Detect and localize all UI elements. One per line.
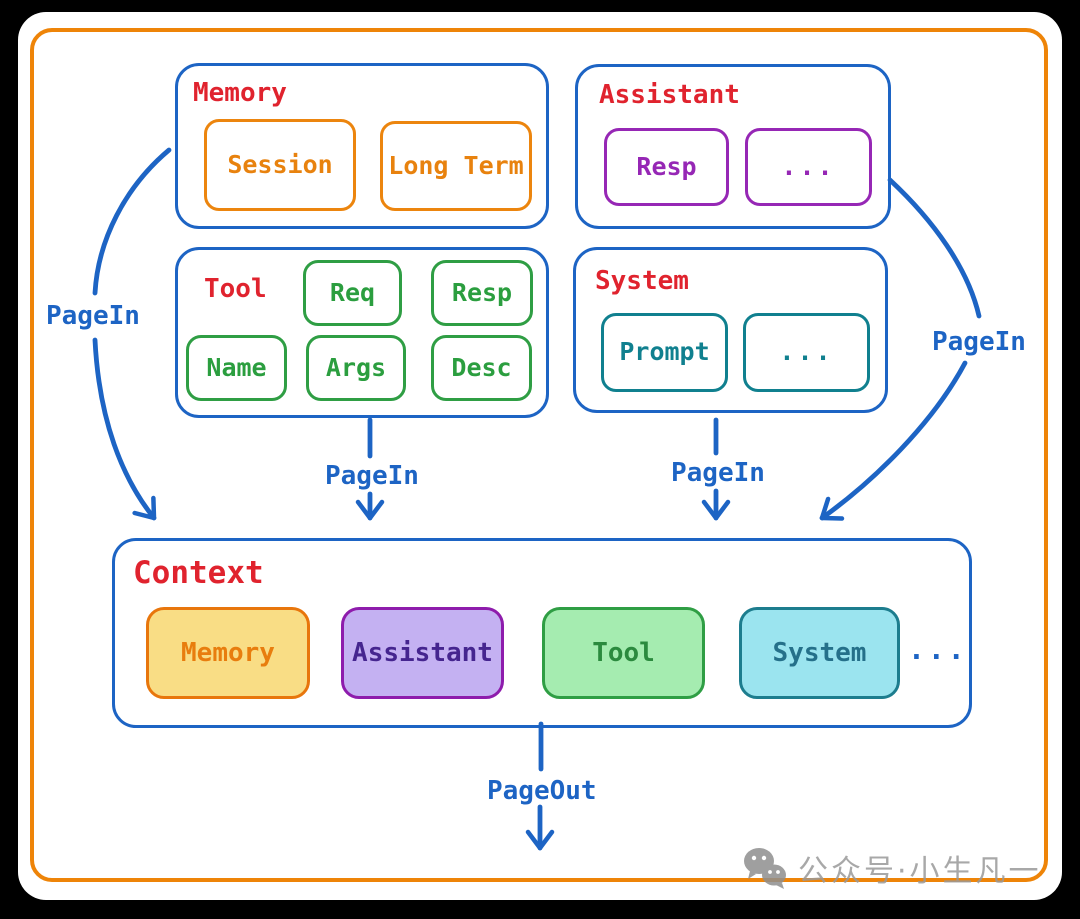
chip-tool: Tool — [542, 607, 705, 699]
group-assistant-title: Assistant — [599, 80, 740, 110]
node-args: Args — [306, 335, 406, 401]
node-long-term: Long Term — [380, 121, 532, 211]
context-ellipsis: ... — [908, 633, 968, 666]
watermark-text: 公众号·小生凡一 — [798, 854, 1042, 889]
node-session: Session — [204, 119, 356, 211]
watermark: 公众号·小生凡一 — [742, 845, 1042, 891]
node-assistant-more: ... — [745, 128, 872, 206]
group-tool: Tool Req Resp Name Args Desc — [175, 247, 549, 418]
label-pagein-tool: PageIn — [325, 461, 419, 491]
node-name: Name — [186, 335, 287, 401]
label-pagein-right: PageIn — [932, 327, 1026, 357]
node-prompt: Prompt — [601, 313, 728, 392]
label-pageout: PageOut — [487, 776, 597, 806]
group-system-title: System — [595, 266, 689, 296]
group-memory-title: Memory — [193, 78, 287, 108]
chip-memory: Memory — [146, 607, 310, 699]
label-pagein-system: PageIn — [671, 458, 765, 488]
orange-frame — [30, 28, 1048, 882]
node-resp: Resp — [604, 128, 729, 206]
node-desc: Desc — [431, 335, 532, 401]
group-context-title: Context — [133, 555, 264, 591]
label-pagein-left: PageIn — [46, 301, 140, 331]
wechat-icon — [744, 848, 786, 889]
group-assistant: Assistant Resp ... — [575, 64, 891, 229]
node-resp2: Resp — [431, 260, 533, 326]
group-system: System Prompt ... — [573, 247, 888, 413]
node-req: Req — [303, 260, 402, 326]
chip-system: System — [739, 607, 900, 699]
group-context: Context Memory Assistant Tool System ... — [112, 538, 972, 728]
group-memory: Memory Session Long Term — [175, 63, 549, 229]
chip-assistant: Assistant — [341, 607, 504, 699]
group-tool-title: Tool — [204, 274, 267, 304]
node-system-more: ... — [743, 313, 870, 392]
